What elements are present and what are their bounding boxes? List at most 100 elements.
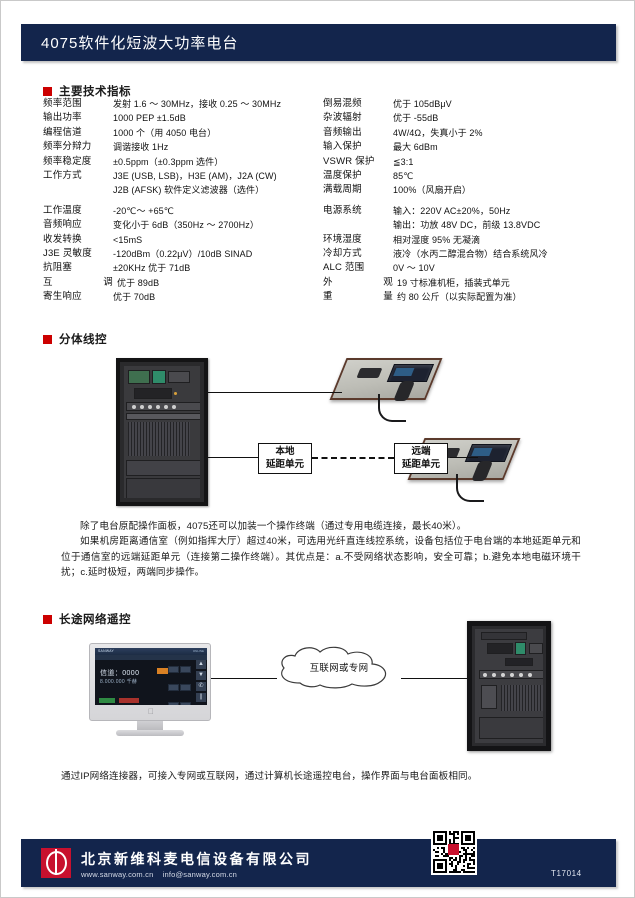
network-rack-cabinet-image [467, 621, 551, 751]
spec-value: 0V ～ 10V [393, 263, 435, 274]
spec-key: 冷却方式 [323, 247, 362, 259]
spec-value: 变化小于 6dB（350Hz ～ 2700Hz） [113, 220, 259, 231]
connector-line-fiber-dashed [312, 457, 394, 459]
spec-row: 收发转换<15mS [43, 233, 323, 247]
spec-row: ALC 范围 0V ～ 10V [323, 261, 603, 275]
spec-value: 19 寸标准机柜，插装式单元 [397, 277, 510, 288]
qr-code-pattern [433, 831, 475, 873]
internet-cloud-shape: 互联网或专网 [274, 643, 404, 691]
spec-key: 音频响应 [43, 219, 82, 231]
monitor-stand-neck [137, 721, 163, 731]
page-header-bar: 4075软件化短波大功率电台 [21, 24, 616, 61]
spec-row: J3E 灵敏度 -120dBm（0.22μV）/10dB SINAD [43, 247, 323, 261]
screen-titlebar: SANWAY ONLINE [95, 648, 207, 655]
spec-value: 优于 89dB [117, 277, 160, 288]
spec-value: 4W/4Ω，失真小于 2% [393, 127, 483, 138]
screen-status-label: ONLINE [192, 649, 204, 653]
red-square-bullet-icon [43, 614, 52, 624]
spec-row: 频率分辩力调谐接收 1Hz [43, 140, 323, 154]
mic-icon: ❙ [196, 693, 206, 702]
spec-value: 调谐接收 1Hz [113, 142, 169, 153]
spec-key: 温度保护 [323, 169, 362, 181]
screen-brand-label: SANWAY [98, 649, 115, 653]
spec-row: 频率稳定度±0.5ppm（±0.3ppm 选件） [43, 155, 323, 169]
spec-value: 1000 个（用 4050 电台） [113, 127, 217, 138]
spec-key [323, 218, 393, 232]
spec-key: 杂波辐射 [323, 112, 362, 124]
paragraph-remote-1: 除了电台原配操作面板，4075还可以加装一个操作终端（通过专用电缆连接，最长40… [80, 521, 467, 532]
screen-subbar [95, 655, 207, 660]
company-website[interactable]: www.sanway.com.cn [81, 870, 154, 879]
paragraph-remote-2: 如果机房距离通信室（例如指挥大厅）超过40米，可选用光纤直连线控系统，设备包括位… [61, 536, 581, 578]
remote-control-diagram: 本地 延距单元 远端 延距单元 [116, 358, 546, 510]
screen-green-button [99, 698, 115, 703]
spec-key: 满载周期 [323, 184, 362, 196]
red-square-bullet-icon [43, 86, 52, 96]
red-square-bullet-icon [43, 334, 52, 344]
remote-unit-line1: 远端 [411, 446, 431, 457]
page-footer-bar: 北京新维科麦电信设备有限公司 www.sanway.com.cn info@sa… [21, 839, 616, 887]
section-title-remote: 分体线控 [59, 334, 107, 346]
network-remote-diagram: SANWAY ONLINE 信道：0000 8.000.000 千赫 [89, 621, 551, 756]
connector-line-pc-to-cloud [211, 678, 277, 679]
spec-value: 发射 1.6 ～ 30MHz，接收 0.25 ～ 30MHz [113, 99, 282, 109]
screen-red-button [119, 698, 139, 703]
section-heading-remote: 分体线控 [43, 331, 107, 347]
spec-value: ±0.5ppm（±0.3ppm 选件） [113, 156, 224, 167]
radio-rack-cabinet-image [116, 358, 208, 506]
operator-console-remote-image [407, 438, 521, 502]
screen-side-buttons: ▲ ▼ ✆ ❙ [196, 660, 206, 704]
spec-key: J3E 灵敏度 [43, 247, 92, 259]
connector-line-remote-to-console [450, 457, 478, 458]
spec-row: 环境湿度相对湿度 95% 无凝滴 [323, 233, 603, 247]
spec-key: 输入保护 [323, 141, 362, 153]
label-box-local-unit: 本地 延距单元 [258, 443, 312, 474]
company-logo-icon [41, 848, 71, 878]
spec-value: 输出：功放 48V DC，前级 13.8VDC [393, 220, 541, 231]
spec-value: ±20KHz 优于 71dB [113, 263, 191, 274]
spec-value: 液冷（水丙二醇混合物）结合系统风冷 [393, 248, 548, 259]
spec-value: J2B (AFSK) 软件定义滤波器（选件） [113, 185, 265, 196]
company-email[interactable]: info@sanway.com.cn [162, 870, 238, 879]
spec-key: 外观 [323, 276, 393, 288]
spec-key: 收发转换 [43, 233, 82, 245]
spec-value: 100%（风扇开启） [393, 185, 472, 196]
monitor-screen-content: SANWAY ONLINE 信道：0000 8.000.000 千赫 [95, 648, 207, 705]
spec-row: VSWR 保护≦3:1 [323, 155, 603, 169]
cloud-icon [281, 646, 387, 689]
spec-row: 杂波辐射 优于 -55dB [323, 111, 603, 125]
company-contact: www.sanway.com.cn info@sanway.com.cn [81, 870, 237, 879]
cloud-label: 互联网或专网 [309, 663, 369, 674]
spec-row: 抗阻塞±20KHz 优于 71dB [43, 261, 323, 275]
spec-value: 输入：220V AC±20%，50Hz [393, 205, 511, 216]
spec-row: 倒易混频优于 105dBμV [323, 97, 603, 111]
spec-key: ALC 范围 [323, 262, 365, 274]
spec-key: 频率范围 [43, 98, 82, 109]
connector-line-rack-to-local [208, 457, 258, 458]
screen-channel-label: 信道：0000 [100, 670, 140, 677]
spec-value: -20℃～ +65℃ [113, 205, 174, 216]
apple-logo-icon:  [148, 708, 155, 716]
spec-row: 重量约 80 公斤（以实际配置为准） [323, 290, 603, 304]
spec-key: 互调 [43, 276, 113, 288]
company-name: 北京新维科麦电信设备有限公司 [81, 851, 312, 867]
chevron-down-icon: ▼ [196, 671, 206, 680]
monitor-stand-foot [116, 730, 184, 736]
spec-row: 频率范围 发射 1.6 ～ 30MHz，接收 0.25 ～ 30MHz [43, 97, 323, 111]
spec-row: 输入保护最大 6dBm [323, 140, 603, 154]
spec-row: 外观 19 寸标准机柜，插装式单元 [323, 276, 603, 290]
spec-value: -120dBm（0.22μV）/10dB SINAD [113, 248, 253, 259]
local-unit-line2: 延距单元 [265, 458, 304, 470]
spec-key [43, 183, 113, 197]
computer-monitor-image: SANWAY ONLINE 信道：0000 8.000.000 千赫 [89, 643, 211, 738]
phone-icon: ✆ [196, 682, 206, 691]
spec-value: 优于 -55dB [393, 113, 439, 124]
